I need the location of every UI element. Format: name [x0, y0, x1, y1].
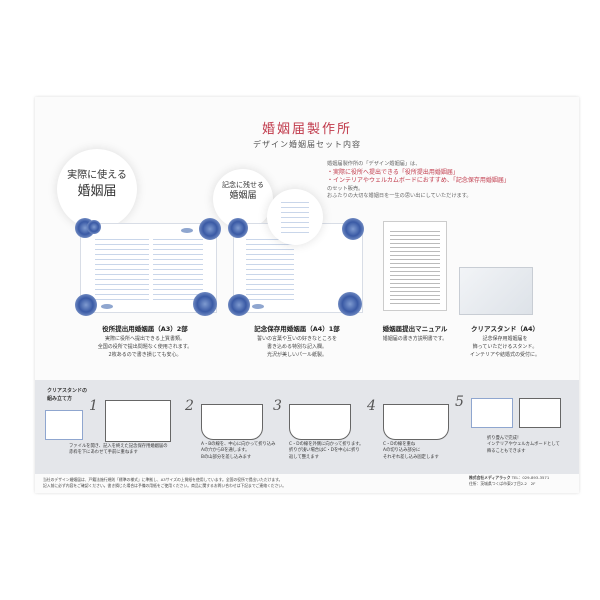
- item-desc-line: 誓いの言葉や互いの好きなところを: [256, 336, 337, 342]
- page-subtitle: デザイン婚姻届セット内容: [253, 140, 361, 149]
- step-number-4: 4: [367, 398, 376, 414]
- intro-line-1: 婚姻届製作所の「デザイン婚姻届」は、: [327, 161, 421, 167]
- manual-image: [383, 221, 447, 311]
- bubble-actual-line2: 婚姻届: [77, 183, 117, 199]
- step2-note: A・Bの線を、中心に向かって折り込み Aの穴からBを通します。 Bの山部分を差し…: [201, 442, 291, 461]
- note-line: C・Dの線を重ね: [383, 442, 416, 447]
- note-line: 折り畳んで完成！: [487, 436, 522, 441]
- note-line: Aの切り込み部分に: [383, 448, 421, 454]
- note-line: それぞれ差し込み固定します: [383, 454, 439, 460]
- step-number-1: 1: [89, 398, 98, 414]
- step1-folder-illustration: [105, 400, 171, 442]
- official-form-image: [75, 218, 221, 316]
- item-desc-line: 婚姻届の書き方説明書です。: [382, 336, 448, 342]
- footer-notes: 当社のデザイン婚姻届は、戸籍法施行規則「標準の様式」に準拠し、A3サイズの上質紙…: [43, 477, 463, 489]
- intro-line-4: のセット販売。: [327, 185, 364, 192]
- step3-folder-illustration: [289, 404, 351, 440]
- item-clear-stand: クリアスタンド（A4） 記念保存用婚姻届を 飾っていただけるスタンド。 インテリ…: [455, 323, 555, 359]
- step-number-3: 3: [273, 398, 282, 414]
- item-desc-line: 全国の役所で提出問題なく使用されます。: [97, 343, 193, 350]
- step1-note: ファイルを開き、記入を終えた記念保存用婚姻届の 赤枠を下にあわせて手前に重ねます: [69, 444, 179, 457]
- item-desc-line: 飾っていただけるスタンド。: [472, 343, 538, 350]
- item-desc-line: 書き込める特別な記入欄。: [266, 343, 327, 350]
- note-line: ファイルを開き、記入を終えた記念保存用婚姻届の: [69, 444, 168, 449]
- note-line: A・Bの線を、中心に向かって折り込み: [201, 442, 276, 447]
- step3-note: C・Dの線を外側に向かって折ります。 折りが浅い場合はC・Dを中心に折り 返して…: [289, 442, 379, 461]
- bubble-actual-use: 実際に使える 婚姻届: [57, 149, 137, 229]
- item-official-form: 役所提出用婚姻届（A3）2部 実際に役所へ提出できる上質書類。 全国の役所で提出…: [75, 323, 215, 359]
- item-label: 役所提出用婚姻届（A3）2部: [102, 325, 188, 333]
- company-name: 株式会社メディアラック: [469, 475, 511, 480]
- item-memorial-form: 記念保存用婚姻届（A4）1部 誓いの言葉や互いの好きなところを 書き込める特別な…: [227, 323, 367, 359]
- assembly-heading: クリアスタンドの 組み立て方: [47, 388, 87, 403]
- step1-form-illustration: [45, 410, 83, 440]
- note-line: 返して整えます: [289, 454, 319, 460]
- step5-note: 折り畳んで完成！ インテリアやウェルカムボードとして 飾ることもできます: [487, 436, 577, 455]
- intro-line-3: ・インテリアやウェルカムボードにおすすめ、「記念保存用婚姻届」: [327, 177, 510, 185]
- note-line: Bの山部分を差し込みます: [201, 454, 252, 460]
- note-line: 赤枠を下にあわせて手前に重ねます: [69, 450, 138, 456]
- footer-line-2: 記入前に必ず内容をご確認ください。書き損じた場合は予備の用紙をご使用ください。商…: [43, 483, 286, 489]
- item-label: 記念保存用婚姻届（A4）1部: [254, 325, 340, 333]
- assembly-heading-line2: 組み立て方: [47, 395, 73, 402]
- step5-front-illustration: [471, 398, 513, 428]
- item-desc-line: インテリアや結婚式の受付に。: [469, 351, 540, 358]
- item-manual: 婚姻届提出マニュアル 婚姻届の書き方説明書です。: [365, 323, 465, 344]
- footer-company: 株式会社メディアラック TEL：029-893-3571 住所：茨城県つくば市東…: [469, 475, 575, 487]
- item-label: クリアスタンド（A4）: [470, 325, 540, 333]
- bubble-memorial-line2: 婚姻届: [229, 191, 257, 202]
- step2-folder-illustration: [201, 404, 263, 440]
- memorial-zoom-circle: [267, 189, 323, 245]
- step-number-2: 2: [185, 398, 194, 414]
- note-line: インテリアやウェルカムボードとして: [487, 442, 560, 448]
- clear-stand-image: [459, 267, 533, 315]
- assembly-heading-line1: クリアスタンドの: [47, 388, 88, 394]
- item-desc-line: 2枚あるので書き損じても安心。: [108, 351, 182, 358]
- note-line: 飾ることもできます: [487, 448, 526, 454]
- intro-line-2: ・実際に役所へ提出できる「役所提出用婚姻届」: [327, 168, 459, 176]
- step5-back-illustration: [519, 398, 561, 428]
- item-desc-line: 記念保存用婚姻届を: [482, 336, 528, 342]
- step4-note: C・Dの線を重ね Aの切り込み部分に それぞれ差し込み固定します: [383, 442, 473, 461]
- intro-text: 婚姻届製作所の「デザイン婚姻届」は、 ・実際に役所へ提出できる「役所提出用婚姻届…: [327, 161, 567, 201]
- company-tel: TEL：029-893-3571: [511, 475, 550, 480]
- note-line: 折りが浅い場合はC・Dを中心に折り: [289, 448, 360, 454]
- note-line: Aの穴からBを通します。: [201, 448, 250, 454]
- item-desc-line: 実際に役所へ提出できる上質書類。: [105, 336, 185, 342]
- bubble-memorial-line1: 記念に残せる: [222, 181, 264, 189]
- intro-line-5: おふたりの大切な婚姻日を一生の思い出にしていただけます。: [327, 193, 472, 200]
- page-title: 婚姻届製作所: [261, 122, 352, 137]
- step-number-5: 5: [455, 394, 464, 410]
- assembly-instructions: クリアスタンドの 組み立て方 1 ファイルを開き、記入を終えた記念保存用婚姻届の…: [35, 380, 579, 474]
- footer-line-1: 当社のデザイン婚姻届は、戸籍法施行規則「標準の様式」に準拠し、A3サイズの上質紙…: [43, 477, 283, 482]
- product-sheet: 婚姻届製作所 デザイン婚姻届セット内容 実際に使える 婚姻届 記念に残せる 婚姻…: [35, 97, 579, 493]
- note-line: C・Dの線を外側に向かって折ります。: [289, 442, 364, 447]
- bubble-actual-line1: 実際に使える: [67, 170, 127, 181]
- company-address: 住所：茨城県つくば市東2丁目2-2 2F: [469, 481, 536, 487]
- step4-folder-illustration: [383, 404, 449, 440]
- item-label: 婚姻届提出マニュアル: [382, 325, 448, 333]
- item-desc-line: 光沢が美しいパール紙製。: [266, 351, 327, 358]
